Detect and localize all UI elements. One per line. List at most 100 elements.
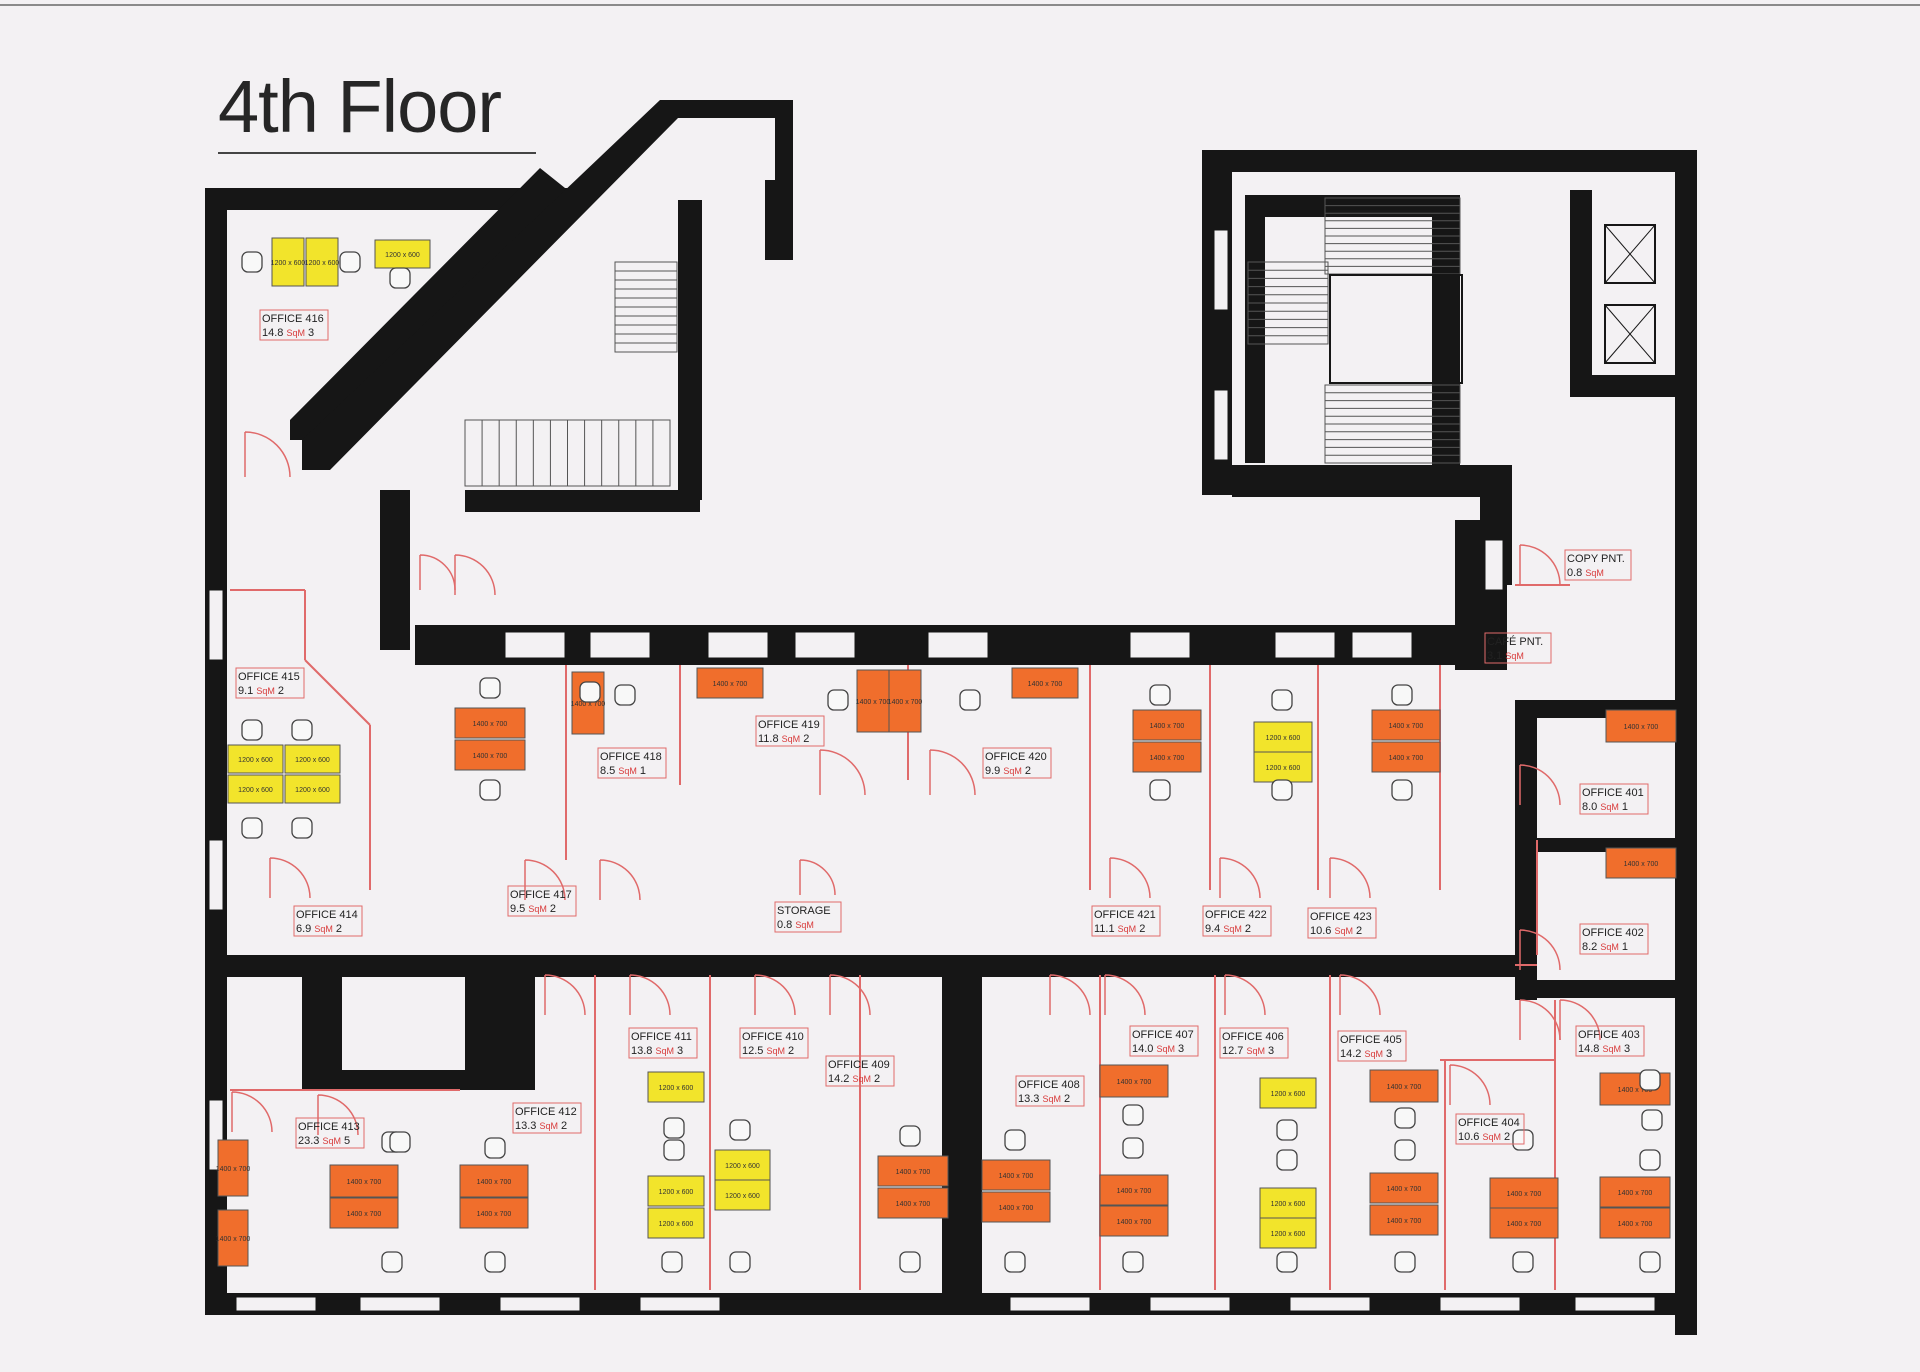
door-swing [599, 859, 641, 901]
door-swing [1329, 857, 1371, 899]
room-capacity: 1 [1619, 941, 1628, 953]
desk-1400x700 [888, 669, 922, 733]
room-unit: SqM [1364, 1049, 1383, 1059]
room-area: 0.8 SqM [1567, 567, 1604, 579]
chair [661, 1251, 683, 1273]
chair [1276, 1119, 1298, 1141]
floor-title: 4th Floor [218, 65, 502, 148]
door-swing [1559, 999, 1601, 1041]
chair [241, 719, 263, 741]
room-capacity: 2 [558, 1120, 567, 1132]
chair [479, 779, 501, 801]
desk-1400x700 [1132, 741, 1202, 773]
door-swing [544, 974, 586, 1016]
room-area: 10.6 SqM 2 [1310, 925, 1362, 937]
room-name: OFFICE 410 [742, 1031, 804, 1043]
chair [1639, 1251, 1661, 1273]
room-label: OFFICE 422 9.4 SqM 2 [1202, 905, 1272, 937]
desk-size-label: 1200 x 600 [659, 1189, 694, 1196]
room-unit: SqM [795, 920, 814, 930]
room-capacity: 1 [1619, 801, 1628, 813]
room-name: OFFICE 421 [1094, 909, 1156, 921]
page-top-border [0, 4, 1920, 6]
room-unit: SqM [1602, 1044, 1621, 1054]
chair [1122, 1251, 1144, 1273]
door-swing [1219, 857, 1261, 899]
desk-1400x700 [981, 1191, 1051, 1223]
door-swing [524, 859, 566, 901]
desk-size-label: 1200 x 600 [1271, 1231, 1306, 1238]
desk-1400x700 [1369, 1204, 1439, 1236]
desk-size-label: 1400 x 700 [216, 1166, 251, 1173]
desk-size-label: 1400 x 700 [1624, 724, 1659, 731]
chair [1149, 779, 1171, 801]
door-swing [1109, 857, 1151, 899]
chair [241, 251, 263, 273]
windows [208, 229, 1656, 1312]
room-unit: SqM [1223, 924, 1242, 934]
desk-1400x700 [696, 667, 764, 699]
room-area: 14.2 SqM 3 [1340, 1048, 1392, 1060]
door-swing [454, 554, 496, 596]
desk-size-label: 1400 x 700 [1117, 1079, 1152, 1086]
chair [1512, 1129, 1534, 1151]
desk-size-label: 1400 x 700 [1618, 1087, 1653, 1094]
desk-size-label: 1400 x 700 [473, 753, 508, 760]
room-area: 3.1 SqM [1487, 650, 1524, 662]
room-capacity: 3 [674, 1045, 683, 1057]
room-area: 11.8 SqM 2 [758, 733, 809, 745]
desk-size-label: 1400 x 700 [896, 1201, 931, 1208]
room-capacity: 2 [1061, 1093, 1070, 1105]
room-unit: SqM [1334, 926, 1353, 936]
door-swing [1519, 764, 1561, 806]
outer-walls [205, 100, 1697, 1335]
room-capacity: 2 [871, 1073, 880, 1085]
desk-1400x700 [454, 739, 526, 771]
room-area: 13.3 SqM 2 [515, 1120, 567, 1132]
desk-size-label: 1400 x 700 [896, 1169, 931, 1176]
room-area: 12.7 SqM 3 [1222, 1045, 1274, 1057]
room-capacity: 2 [800, 733, 809, 745]
room-area: 9.4 SqM 2 [1205, 923, 1251, 935]
chair [1271, 689, 1293, 711]
desk-size-label: 1400 x 700 [999, 1173, 1034, 1180]
room-unit: SqM [1156, 1044, 1175, 1054]
desk-size-label: 1400 x 700 [1117, 1219, 1152, 1226]
desk-size-label: 1200 x 600 [238, 757, 273, 764]
door-swing [819, 749, 866, 796]
door-swing [799, 859, 836, 896]
room-capacity: 3 [1175, 1043, 1184, 1055]
room-area: 9.9 SqM 2 [985, 765, 1031, 777]
desk-1200x600 [271, 237, 305, 287]
chair [579, 681, 601, 703]
desk-size-label: 1200 x 600 [1266, 765, 1301, 772]
room-unit: SqM [1482, 1132, 1501, 1142]
room-name: OFFICE 422 [1205, 909, 1267, 921]
room-area: 9.5 SqM 2 [510, 903, 556, 915]
room-unit: SqM [1003, 766, 1022, 776]
desk-size-label: 1200 x 600 [295, 757, 330, 764]
room-label: CAFÉ PNT.3.1 SqM [1484, 632, 1552, 664]
room-unit: SqM [782, 734, 801, 744]
stairs [464, 197, 1656, 487]
desk-size-label: 1200 x 600 [295, 787, 330, 794]
door-swing [269, 857, 311, 899]
door-swing [1449, 1064, 1491, 1106]
room-unit: SqM [539, 1121, 558, 1131]
desk-size-label: 1200 x 600 [1271, 1091, 1306, 1098]
room-capacity: 5 [341, 1135, 350, 1147]
desk-1400x700 [1132, 709, 1202, 741]
room-unit: SqM [1246, 1046, 1265, 1056]
desk-1400x700 [459, 1164, 529, 1198]
chair [1271, 779, 1293, 801]
desk-1400x700 [856, 669, 890, 733]
desk-size-label: 1400 x 700 [1028, 681, 1063, 688]
